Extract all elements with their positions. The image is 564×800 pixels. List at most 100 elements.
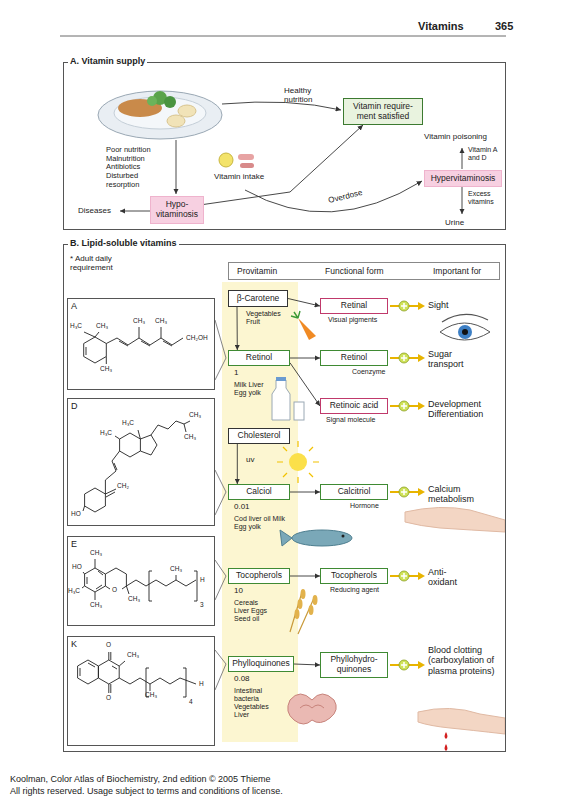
node-text: Calciol xyxy=(246,487,272,497)
role-note: Hormone xyxy=(350,502,379,510)
atom-label: CH₃ xyxy=(127,652,139,659)
provitamin-box: Tocopherols xyxy=(228,568,290,584)
atom-label: CH₃ xyxy=(133,318,145,325)
atom-label: H₃C xyxy=(70,323,82,330)
atom-label: H₃C xyxy=(122,420,134,427)
function-label: Sugar transport xyxy=(428,349,478,370)
atom-label: CH₃ xyxy=(170,566,182,573)
node-text: Hypervitaminosis xyxy=(431,174,496,184)
function-label: Development Differentiation xyxy=(428,399,500,420)
source-note: 1 xyxy=(234,368,238,377)
atom-label: CH₃ xyxy=(96,323,108,330)
flow-label: Excess vitamins xyxy=(468,190,502,206)
atom-label: CH₃ xyxy=(189,412,201,419)
plus-arrow xyxy=(390,301,425,670)
node-text: Hypo- vitaminosis xyxy=(154,200,200,219)
node-text: Retinol xyxy=(246,353,272,363)
flow-label: Healthy nutrition xyxy=(284,86,328,104)
column-header: ProvitaminFunctional formImportant for xyxy=(228,262,500,280)
source-note: Vegetables Fruit xyxy=(246,310,290,326)
atom-label: CH₃ xyxy=(145,692,157,699)
provitamin-box: Cholesterol xyxy=(228,428,290,444)
source-note: Cod liver oil Milk Egg yolk xyxy=(234,515,286,531)
node-text: Retinal xyxy=(341,301,367,311)
page-header: Vitamins xyxy=(418,20,464,33)
connector xyxy=(237,307,238,350)
footnote: * Adult daily requirement xyxy=(70,254,150,272)
hand xyxy=(405,507,505,532)
role-note: Coenzyme xyxy=(352,368,385,376)
node-text: Cholesterol xyxy=(238,431,281,441)
node-text: Functional form xyxy=(325,266,384,276)
atom-label: H₃C xyxy=(100,430,112,437)
connector xyxy=(237,444,238,484)
node-text: Tocopherols xyxy=(236,571,282,581)
node-text: Provitamin xyxy=(237,266,277,276)
pills xyxy=(219,153,254,168)
functional-box: Retinal xyxy=(320,298,388,314)
node-text: B. Lipid-soluble vitamins xyxy=(68,239,179,248)
functional-box: Retinoic acid xyxy=(320,398,388,414)
plate xyxy=(98,91,222,139)
state-box: Hypervitaminosis xyxy=(424,170,502,187)
node-text: Tocopherols xyxy=(331,571,377,581)
atom-label: CH₂OH xyxy=(186,335,208,342)
flow-label: Vitamin intake xyxy=(214,172,264,181)
node-text: D xyxy=(71,401,78,411)
connector xyxy=(290,492,320,493)
structural-formula xyxy=(78,327,197,697)
connector xyxy=(290,576,320,577)
atom-label: HO xyxy=(72,564,82,571)
connector xyxy=(288,299,320,307)
copyright-note: All rights reserved. Usage subject to te… xyxy=(10,786,283,796)
intestine xyxy=(288,694,337,724)
atom-label: O xyxy=(106,642,111,649)
structure-box: A xyxy=(67,298,215,390)
milk-bottle xyxy=(272,377,304,420)
atom-label: CH₃ xyxy=(100,366,112,373)
source-note: 10 xyxy=(234,586,243,595)
node-text: E xyxy=(71,539,77,549)
copyright-note: Koolman, Color Atlas of Biochemistry, 2n… xyxy=(10,774,270,784)
flow-label: Overdose xyxy=(327,188,363,205)
node-text: A. Vitamin supply xyxy=(68,57,147,66)
flow-label: Poor nutrition Malnutrition Antibiotics … xyxy=(106,146,164,189)
source-note: Intestinal bacteria Vegetables Liver xyxy=(234,687,284,719)
connector xyxy=(290,363,320,406)
sun xyxy=(277,441,319,483)
atom-label: H xyxy=(200,577,205,584)
source-note: Cereals Liver Eggs Seed oil xyxy=(234,599,274,623)
node-text: K xyxy=(71,639,77,649)
provitamin-box: Phylloquinones xyxy=(228,656,294,672)
flow-label: Vitamin A and D xyxy=(468,146,502,162)
wheat xyxy=(290,589,318,634)
node-text: Phylloquinones xyxy=(232,659,290,669)
functional-box: Retinol xyxy=(320,350,388,366)
atom-label: 3 xyxy=(200,602,204,609)
role-note: Reducing agent xyxy=(330,586,379,594)
structure-pointer xyxy=(215,320,226,690)
role-note: Visual pigments xyxy=(328,316,377,324)
node-text: Retinol xyxy=(341,353,367,363)
function-label: Calcium metabolism xyxy=(428,484,483,505)
structure-box: E xyxy=(67,536,215,626)
atom-label: CH₃ xyxy=(90,550,102,557)
provitamin-box: β-Carotene xyxy=(228,290,288,307)
eye xyxy=(440,314,490,340)
node-text: Calcitriol xyxy=(338,487,371,497)
provitamin-box: Calciol xyxy=(228,484,290,500)
flow-label: Urine xyxy=(445,218,464,227)
atom-label: H xyxy=(199,681,204,688)
atom-label: CH₃ xyxy=(155,318,167,325)
connector xyxy=(294,664,320,665)
atom-label: CH₃ xyxy=(90,602,102,609)
atom-label: CH₃ xyxy=(184,434,196,441)
function-label: Sight xyxy=(428,300,449,310)
atom-label: O xyxy=(112,587,117,594)
flow-label: Vitamin poisoning xyxy=(424,132,487,141)
atom-label: H₃C xyxy=(68,588,80,595)
carrot xyxy=(291,311,316,340)
bleeding-finger xyxy=(418,708,505,751)
connector xyxy=(204,125,363,204)
fish xyxy=(280,530,352,546)
